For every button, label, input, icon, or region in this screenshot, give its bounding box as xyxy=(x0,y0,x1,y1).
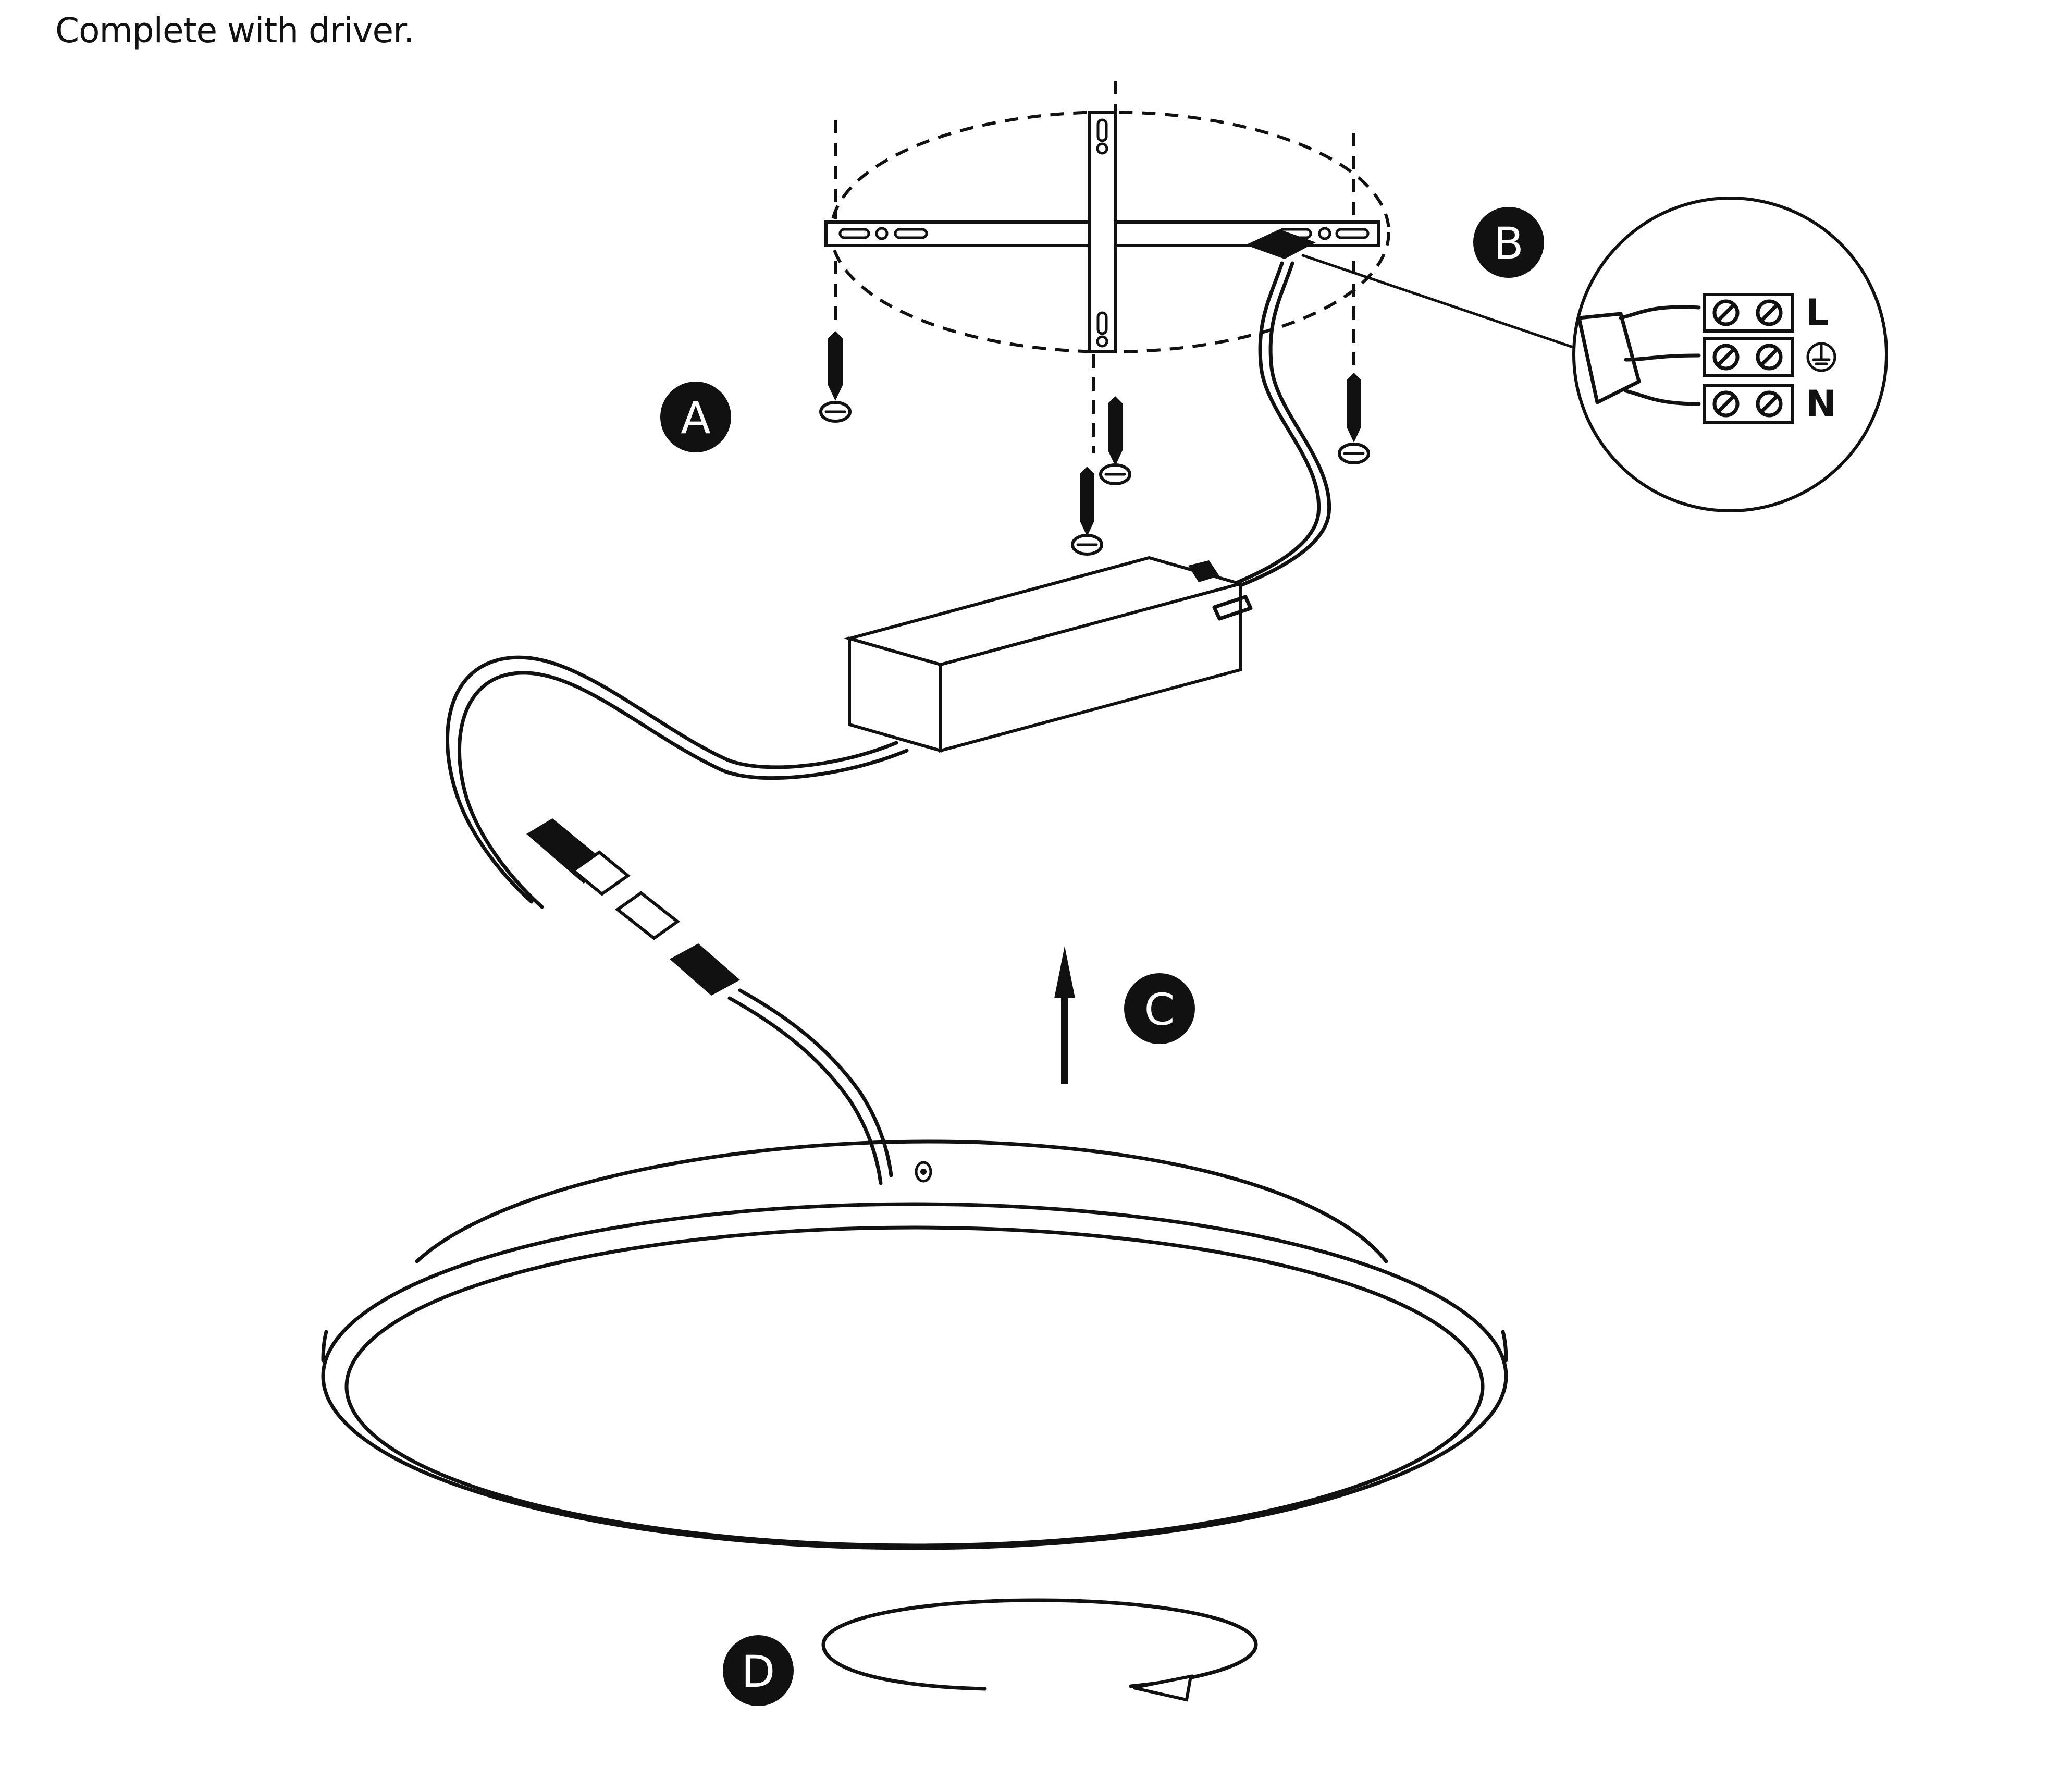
step-c-badge: C xyxy=(1124,973,1195,1044)
rotate-arrow-icon xyxy=(821,1598,1258,1702)
earth-icon xyxy=(1806,342,1836,372)
output-cable xyxy=(446,655,909,1185)
step-d-label: D xyxy=(742,1646,775,1697)
screw-1 xyxy=(819,331,852,423)
screw-3 xyxy=(1071,467,1103,556)
mains-terminal xyxy=(1212,229,1581,594)
wiring-detail: L N xyxy=(1572,197,1888,512)
step-c-label: C xyxy=(1144,984,1175,1035)
step-b-label: B xyxy=(1494,218,1524,269)
panel-light xyxy=(321,1139,1508,1550)
terminal-neutral-label: N xyxy=(1806,383,1836,425)
up-arrow-icon xyxy=(1054,946,1075,1084)
terminal-live-label: L xyxy=(1806,291,1829,334)
step-d-badge: D xyxy=(723,1635,794,1706)
caption: Complete with driver. xyxy=(55,10,414,51)
step-b-badge: B xyxy=(1473,207,1544,278)
step-a-badge: A xyxy=(660,382,731,452)
screws xyxy=(819,331,1370,556)
mounting-bracket xyxy=(824,81,1390,453)
driver-box xyxy=(843,556,1253,753)
screw-4 xyxy=(1338,373,1370,464)
step-a-label: A xyxy=(681,392,710,444)
screw-2 xyxy=(1099,396,1131,485)
